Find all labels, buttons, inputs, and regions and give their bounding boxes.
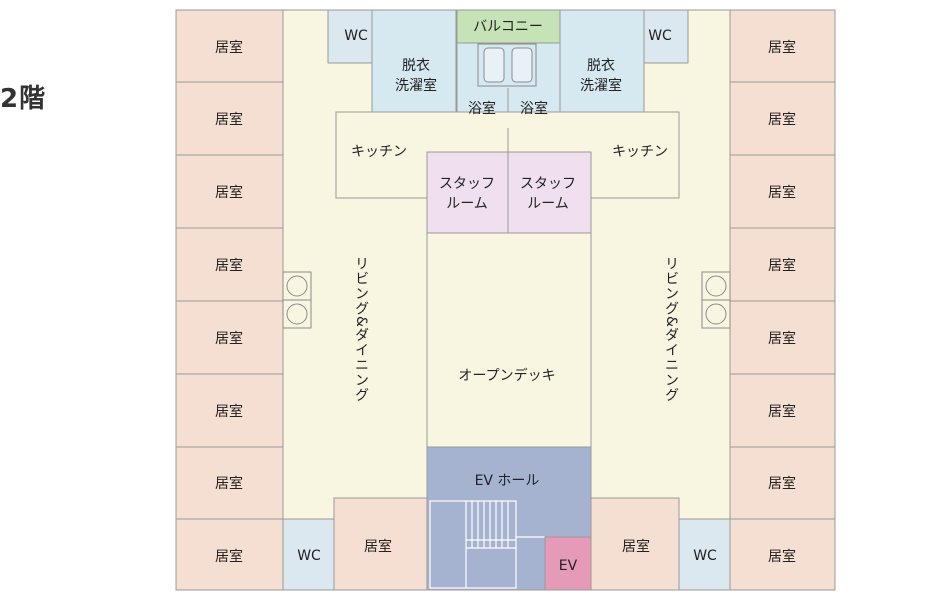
room-right-3	[729, 154, 836, 229]
room-right-7	[729, 446, 836, 520]
room-right-5	[729, 300, 836, 375]
wc-top-right-overlay	[643, 9, 689, 64]
wc-top-left-label: WC	[344, 28, 368, 44]
staff-right-label-1: スタッフ	[520, 176, 576, 192]
room-left-3	[175, 154, 284, 229]
room-left-6-label: 居室	[215, 403, 243, 420]
dressing-left-label-1: 脱衣	[402, 58, 430, 74]
room-left-8	[175, 518, 284, 591]
wc-bottom-left	[282, 518, 335, 591]
ev-hall-label: EV ホール	[475, 473, 540, 489]
kitchen-left-label: キッチン	[351, 144, 407, 160]
wc-bottom-right-label: WC	[693, 548, 717, 564]
open-deck-label: オープンデッキ	[458, 367, 555, 384]
room-right-8-label: 居室	[768, 548, 796, 565]
staff-room-right	[507, 151, 592, 234]
bathtub-left-basin	[483, 47, 505, 83]
room-right-4-label: 居室	[768, 257, 796, 274]
left-room-column	[175, 9, 284, 591]
room-right-3-label: 居室	[768, 184, 796, 201]
bath-right-label: 浴室	[520, 100, 548, 117]
balcony-label: バルコニー	[473, 19, 543, 35]
room-left-2	[175, 81, 284, 156]
living-dining-left-label: リビング&ダイニング	[353, 256, 369, 403]
balcony	[456, 9, 561, 44]
wc-top-right-label: WC	[648, 28, 672, 44]
dressing-left	[371, 9, 457, 113]
floor-label: 2階	[0, 84, 47, 114]
room-right-7-label: 居室	[768, 475, 796, 492]
room-right-1-label: 居室	[768, 39, 796, 56]
room-left-4-label: 居室	[215, 257, 243, 274]
staff-left-label-1: スタッフ	[439, 176, 495, 192]
living-dining-right-label: リビング&ダイニング	[663, 256, 679, 403]
room-left-6	[175, 373, 284, 448]
right-room-column	[729, 9, 836, 591]
room-bottom-right-label: 居室	[622, 538, 650, 555]
staff-right-label-2: ルーム	[527, 196, 569, 212]
bathtub-right-basin	[511, 47, 533, 83]
room-left-2-label: 居室	[215, 111, 243, 128]
room-left-1	[175, 9, 284, 83]
room-left-3-label: 居室	[215, 184, 243, 201]
room-left-7-label: 居室	[215, 475, 243, 492]
room-right-6-label: 居室	[768, 403, 796, 420]
ev-label: EV	[559, 558, 578, 574]
wc-top-left-overlay	[327, 9, 373, 64]
wc-bottom-left-label: WC	[297, 548, 321, 564]
room-right-1	[729, 9, 836, 83]
room-bottom-right	[590, 497, 680, 591]
left-fixtures	[282, 271, 312, 329]
room-right-2-label: 居室	[768, 111, 796, 128]
dressing-right	[559, 9, 645, 113]
kitchen-right-label: キッチン	[612, 144, 668, 160]
room-bottom-left	[333, 497, 428, 591]
room-bottom-left-label: 居室	[364, 538, 392, 555]
staff-left-label-2: ルーム	[446, 196, 488, 212]
dressing-right-label-1: 脱衣	[587, 58, 615, 74]
room-left-8-label: 居室	[215, 548, 243, 565]
room-left-1-label: 居室	[215, 39, 243, 56]
room-right-6	[729, 373, 836, 448]
room-left-7	[175, 446, 284, 520]
room-right-8	[729, 518, 836, 591]
staff-room-left	[426, 151, 509, 234]
room-right-4	[729, 227, 836, 302]
stairs	[429, 500, 545, 589]
room-right-5-label: 居室	[768, 330, 796, 347]
dressing-right-label-2: 洗濯室	[580, 77, 622, 94]
open-deck	[426, 232, 592, 448]
dressing-left-label-2: 洗濯室	[395, 77, 437, 94]
right-fixtures	[701, 271, 731, 329]
wc-bottom-right	[678, 518, 731, 591]
room-left-5-label: 居室	[215, 330, 243, 347]
bath-left-label: 浴室	[468, 100, 496, 117]
